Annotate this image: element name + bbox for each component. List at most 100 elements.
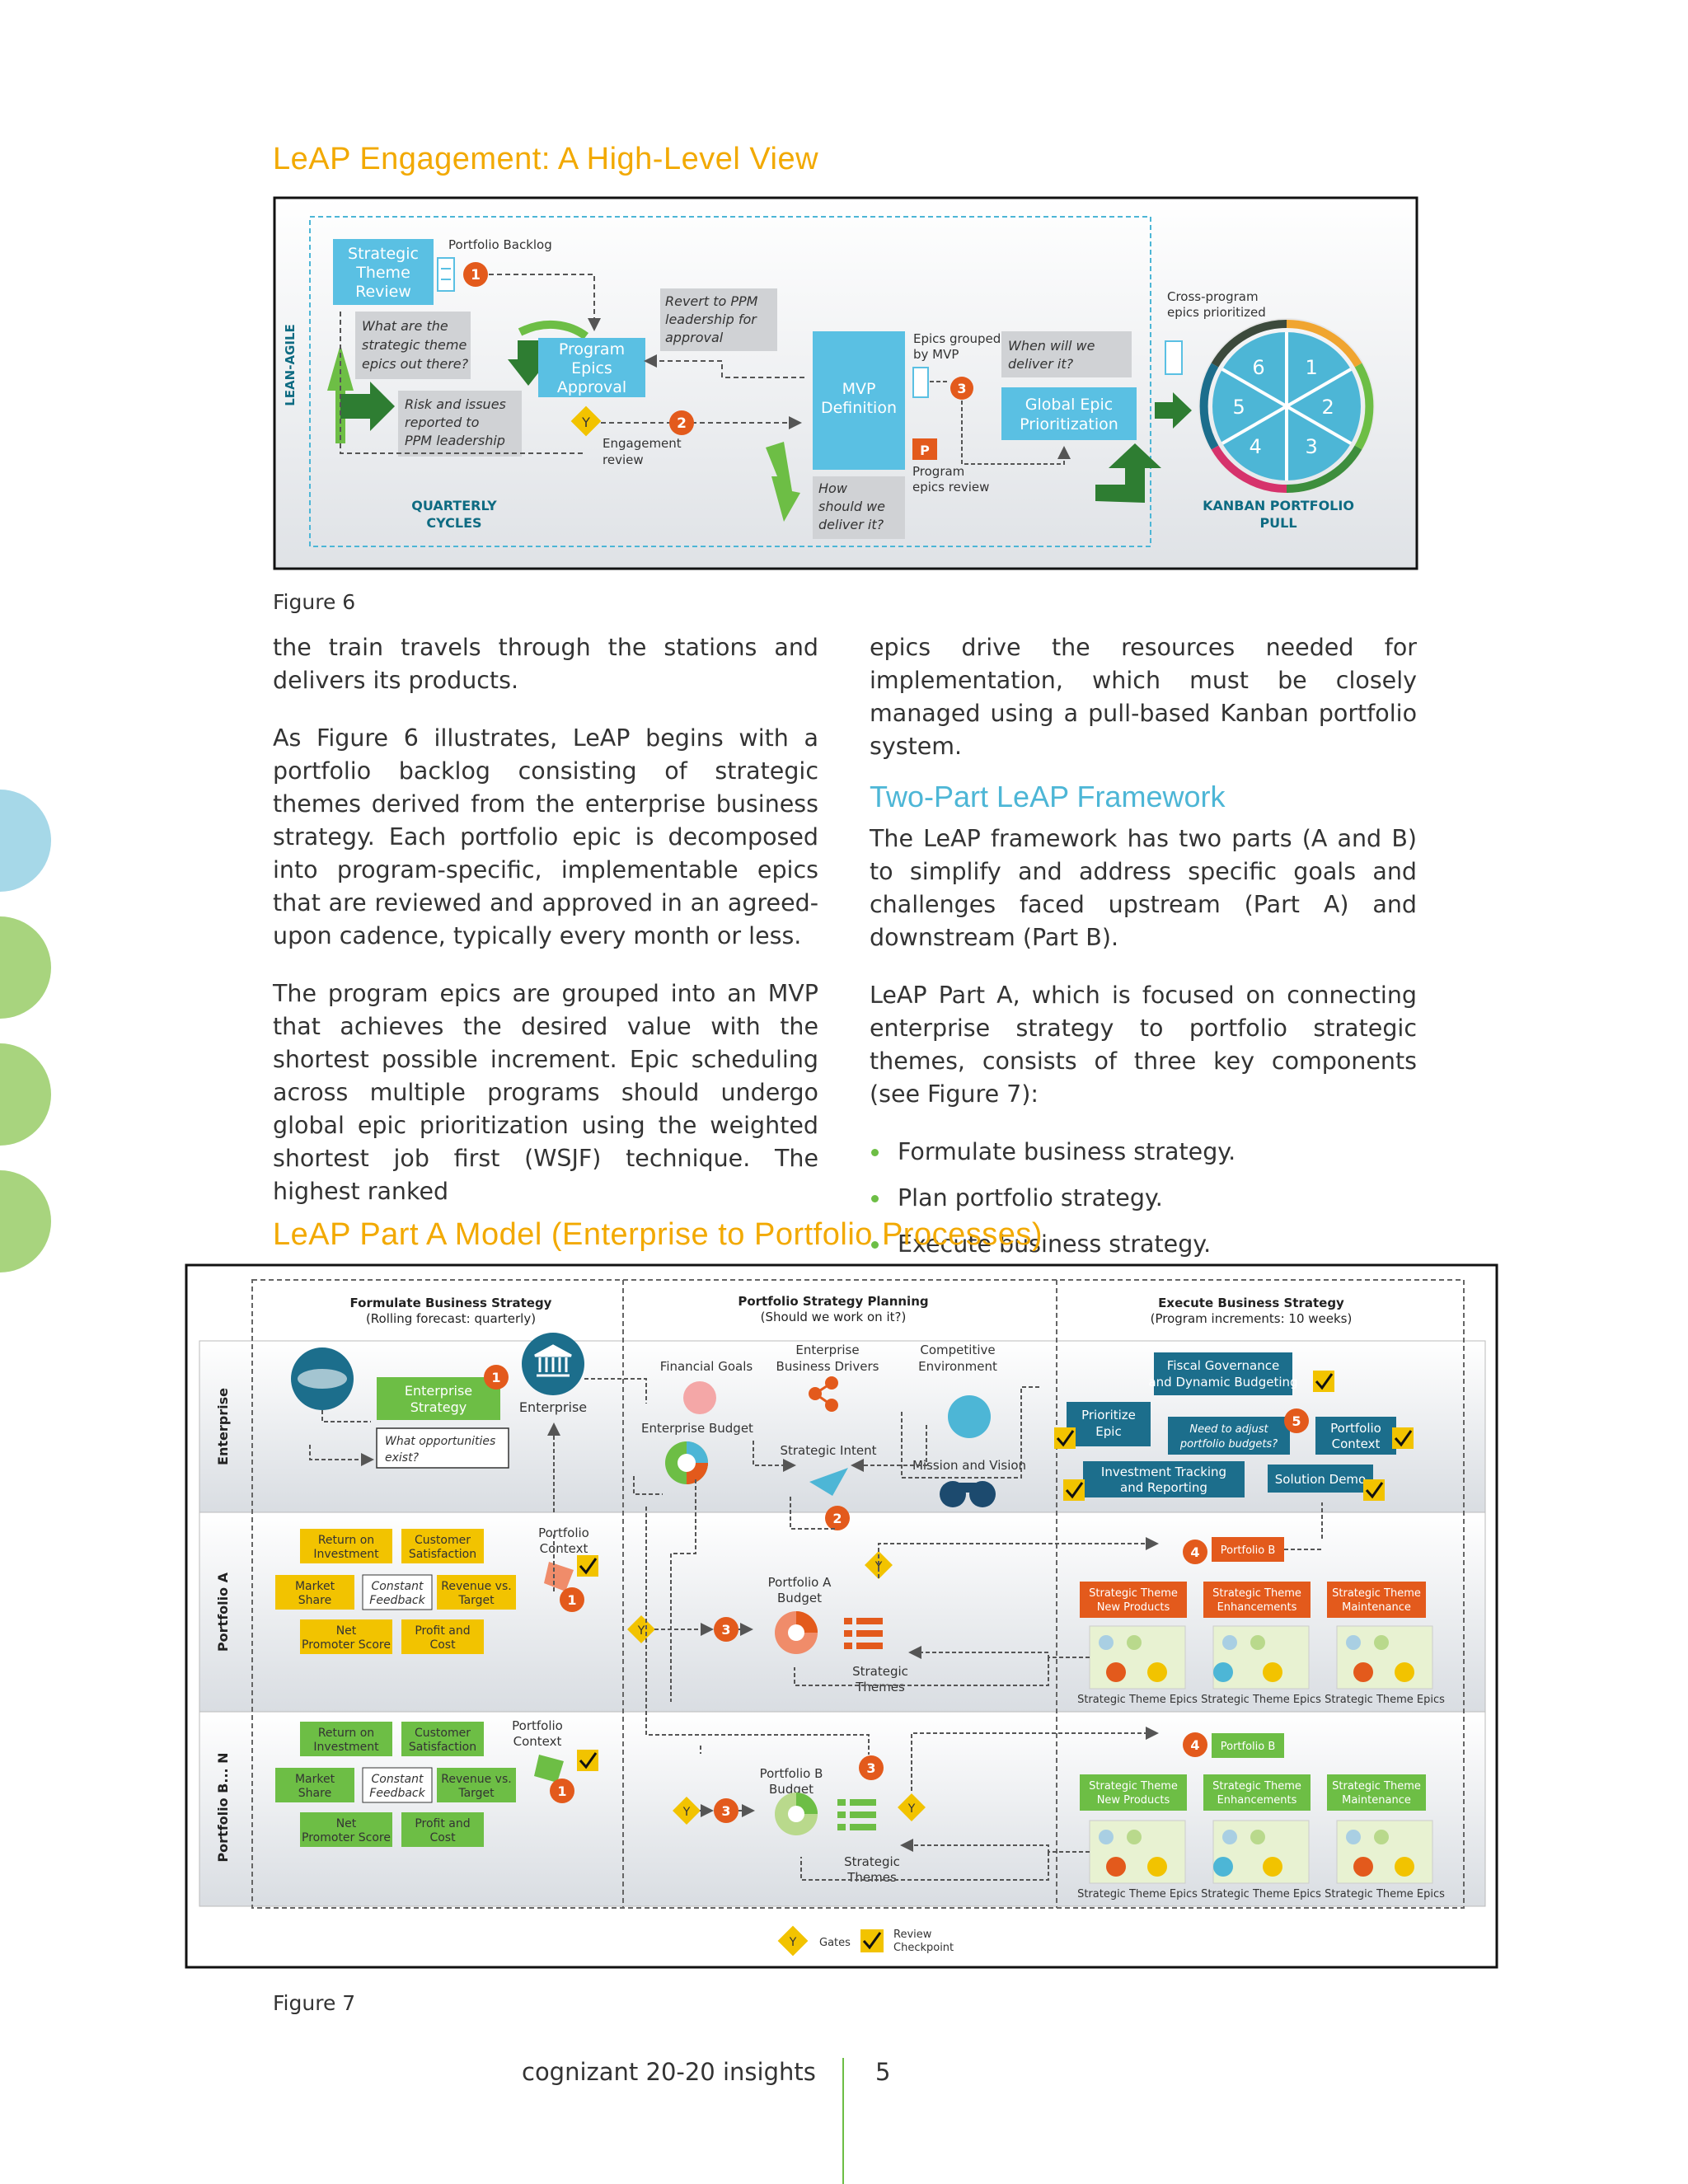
svg-text:3: 3 [721, 1803, 730, 1819]
row-label-enterprise: Enterprise [215, 1388, 231, 1465]
epic-cards-b [1089, 1820, 1433, 1884]
revert-box [660, 288, 777, 351]
component-list: Formulate business strategy. Plan portfo… [870, 1136, 1417, 1261]
how-deliver-box [813, 476, 905, 539]
badge-3 [950, 377, 973, 400]
list-item: Formulate business strategy. [870, 1136, 1417, 1169]
svg-text:Financial Goals: Financial Goals [660, 1359, 753, 1374]
row-label-portfolio-b: Portfolio B... N [215, 1752, 231, 1862]
svg-text:Portfolio Strategy Planning(Sh: Portfolio Strategy Planning(Should we wo… [738, 1294, 928, 1324]
portfolio-context-icon-a [544, 1562, 574, 1591]
svg-text:2: 2 [832, 1511, 842, 1526]
svg-text:3: 3 [866, 1760, 875, 1776]
investment-tracking-box [1083, 1461, 1245, 1497]
svg-text:1 2 3 4: 1 2 3 4 5 6 [1233, 356, 1341, 458]
svg-text:Portfolio B: Portfolio B [1221, 1544, 1276, 1557]
list-item: Execute business strategy. [870, 1228, 1417, 1261]
strategic-theme-review-box [333, 239, 434, 305]
left-paragraph-2: As Figure 6 illustrates, LeAP begins wit… [273, 724, 818, 949]
share-icon [809, 1376, 838, 1412]
when-deliver-box [1001, 331, 1132, 377]
svg-text:1: 1 [491, 1370, 500, 1385]
svg-text:Y: Y [874, 1560, 883, 1573]
strategic-themes-list-icon-a [844, 1618, 883, 1649]
svg-text:Y: Y [907, 1802, 916, 1816]
badge-1 [463, 262, 488, 287]
right-paragraph-1: The LeAP framework has two parts (A and … [870, 825, 1417, 951]
svg-text:P: P [920, 443, 930, 458]
svg-text:Strategic Intent: Strategic Intent [780, 1443, 876, 1458]
svg-text:Gates: Gates [819, 1937, 851, 1949]
svg-text:Y: Y [581, 415, 590, 430]
right-intro: epics drive the resources needed for imp… [870, 634, 1417, 760]
portfolio-context-icon-b [534, 1755, 564, 1783]
kanban-wheel: 1 2 3 4 5 6 [1198, 318, 1375, 494]
figure-6-caption: Figure 6 [273, 590, 356, 614]
svg-text:Y: Y [789, 1936, 797, 1949]
right-paragraph-2: LeAP Part A, which is focused on connect… [870, 982, 1417, 1108]
solution-demo-box [1268, 1465, 1373, 1493]
piggy-bank-icon [683, 1381, 716, 1414]
svg-text:1: 1 [557, 1783, 566, 1799]
svg-text:Revenue vs.Target: Revenue vs.Target [441, 1580, 511, 1607]
svg-text:Enterprise Budget: Enterprise Budget [641, 1421, 753, 1436]
svg-text:Mission and Vision: Mission and Vision [912, 1458, 1026, 1473]
footer-brand: cognizant 20-20 insights [522, 2058, 816, 2086]
footer-divider [842, 2058, 844, 2184]
figure-7-caption: Figure 7 [273, 1991, 356, 2015]
figure-7-title: LeAP Part A Model (Enterprise to Portfol… [273, 1217, 1043, 1252]
portfolio-backlog-label: Portfolio Backlog [448, 237, 552, 252]
enterprise-strategy-box [377, 1377, 500, 1420]
need-adjust-box [1168, 1417, 1290, 1455]
svg-text:Execute Business Strategy(Prog: Execute Business Strategy(Program increm… [1151, 1296, 1353, 1326]
epic-cards-a [1089, 1625, 1433, 1690]
figure-6-title: LeAP Engagement: A High-Level View [273, 142, 819, 176]
svg-text:Solution Demo: Solution Demo [1275, 1472, 1366, 1487]
portfolio-b-label-b [1212, 1733, 1284, 1758]
fiscal-governance-box [1154, 1352, 1292, 1395]
decorative-dot-green-1 [0, 916, 51, 1019]
row-label-portfolio-a: Portfolio A [215, 1572, 231, 1652]
left-paragraph-1: the train travels through the stations a… [273, 634, 818, 694]
svg-text:2: 2 [677, 415, 687, 432]
decorative-dot-green-3 [0, 1170, 51, 1272]
strategic-question-box [355, 312, 471, 379]
program-epics-approval-box [538, 338, 645, 397]
figure-7-diagram: Formulate Business Strategy(Rolling fore… [185, 1263, 1498, 1969]
